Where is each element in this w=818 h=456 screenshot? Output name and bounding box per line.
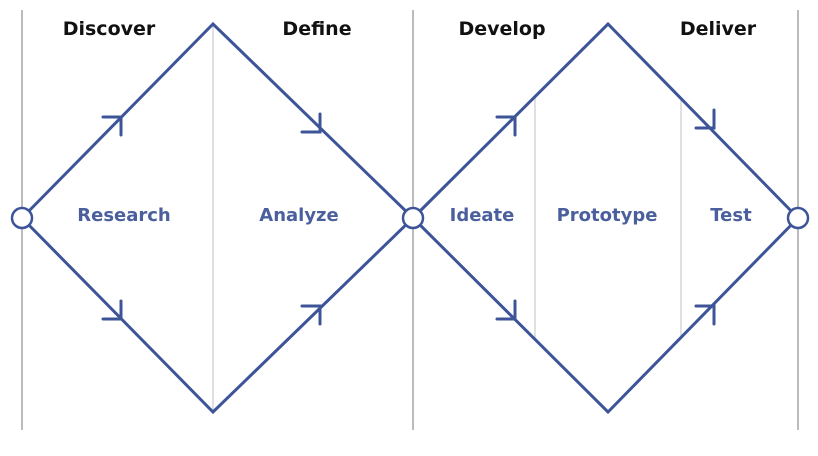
step-label-test: Test (710, 205, 752, 226)
arrow-define-down-icon (300, 112, 322, 134)
arrow-discover-up-icon (101, 115, 123, 137)
phase-label-deliver: Deliver (679, 18, 757, 40)
arrow-define-up-icon (300, 304, 322, 326)
step-label-ideate: Ideate (449, 205, 515, 226)
arrow-deliver-down-icon (694, 108, 716, 130)
step-label-research: Research (77, 205, 171, 226)
step-label-analyze: Analyze (259, 205, 339, 226)
node-end (786, 206, 810, 230)
arrow-discover-down-icon (101, 299, 123, 321)
step-label-prototype: Prototype (556, 205, 658, 226)
arrow-deliver-up-icon (694, 304, 716, 326)
arrow-develop-up-icon (495, 115, 517, 137)
node-middle (401, 206, 425, 230)
phase-label-discover: Discover (62, 18, 156, 40)
arrow-develop-down-icon (495, 299, 517, 321)
phase-label-develop: Develop (458, 18, 546, 40)
node-start (10, 206, 34, 230)
phase-label-define: Define (282, 18, 352, 40)
